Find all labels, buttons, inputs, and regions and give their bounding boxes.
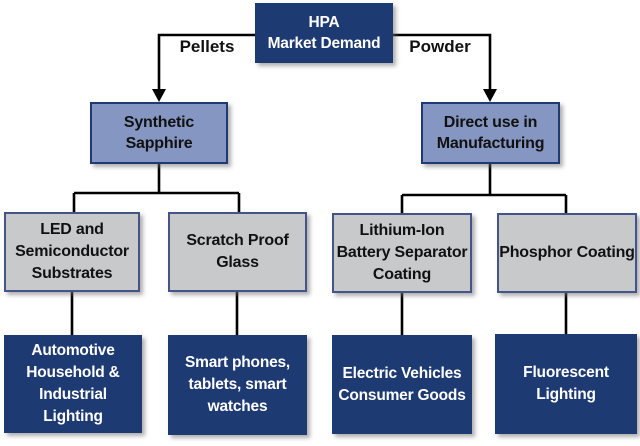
node-led-and-semiconductor-substrates: LED and Semiconductor Substrates [4, 212, 140, 292]
node-scratch-proof-glass: Scratch Proof Glass [168, 212, 307, 292]
node-smart-phones-tablets-smart-watches: Smart phones, tablets, smart watches [168, 335, 307, 435]
node-synthetic-sapphire: Synthetic Sapphire [90, 102, 228, 164]
node-direct-use-in-manufacturing: Direct use in Manufacturing [421, 102, 560, 164]
arrow-down-icon [152, 89, 166, 102]
connector-pellets-branch [157, 33, 255, 90]
arrow-down-icon [483, 89, 497, 102]
node-lithium-ion-battery-separator-coating: Lithium-Ion Battery Separator Coating [332, 213, 472, 293]
node-electric-vehicles-consumer-goods: Electric Vehicles Consumer Goods [332, 335, 472, 434]
node-phosphor-coating: Phosphor Coating [497, 213, 637, 293]
connector-manufacturing-split [400, 164, 568, 213]
branch-label-pellets: Pellets [179, 37, 235, 56]
connector-sapphire-split [72, 164, 241, 212]
node-automotive-household-industrial-lighting: Automotive Household & Industrial Lighti… [4, 335, 142, 433]
node-fluorescent-lighting: Fluorescent Lighting [495, 334, 637, 434]
connector-powder-branch [393, 33, 492, 90]
node-hpa-market-demand: HPA Market Demand [255, 3, 393, 63]
connector-bottom-links [70, 292, 568, 335]
branch-label-powder: Powder [409, 37, 471, 56]
